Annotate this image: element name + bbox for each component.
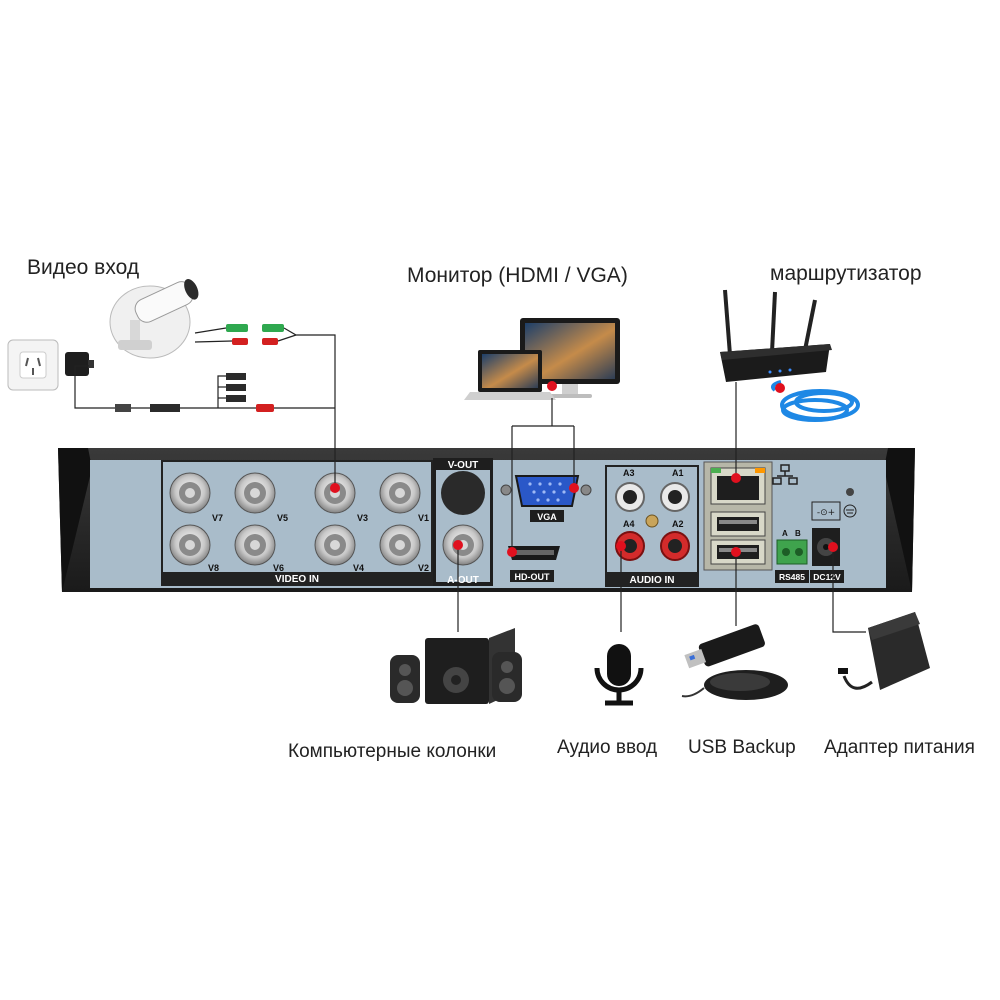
aout-label: A-OUT: [447, 575, 479, 586]
marker-hdmi: [507, 547, 517, 557]
router-callout: маршрутизатор: [770, 262, 922, 285]
plug-adapter-icon: [65, 352, 94, 376]
vga-port[interactable]: [514, 475, 580, 507]
port-label: A3: [623, 468, 635, 478]
port-label: V7: [212, 513, 223, 523]
bnc-port-v2[interactable]: [379, 524, 421, 566]
power-adapter-icon: [838, 612, 930, 690]
audio-in-label: AUDIO IN: [630, 575, 675, 586]
rs485-label: RS485: [779, 572, 805, 582]
monitor-callout: Монитор (HDMI / VGA): [407, 264, 628, 287]
connection-wires: [74, 327, 866, 633]
rca-port-a1[interactable]: [660, 482, 690, 512]
port-label: V2: [418, 563, 429, 573]
marker-router: [775, 383, 785, 393]
marker-usb: [731, 547, 741, 557]
bnc-connectors: [169, 472, 421, 566]
port-label: V4: [353, 563, 364, 573]
ethernet-cable-icon: [771, 380, 860, 422]
marker-lan: [731, 473, 741, 483]
network-icon: [772, 464, 798, 485]
dc12v-label: DC12V: [813, 572, 841, 582]
rca-port-a4[interactable]: [615, 531, 645, 561]
bnc-port-v8[interactable]: [169, 524, 211, 566]
vout-aout-block: V-OUT A-OUT: [433, 458, 493, 586]
ground-screw-icon: [843, 488, 857, 518]
dc12v-jack[interactable]: -⊙+ DC12V: [810, 501, 844, 583]
bnc-port-v6[interactable]: [234, 524, 276, 566]
port-label: V6: [273, 563, 284, 573]
audio-in-block: AUDIO IN A3 A1 A4 A2: [605, 465, 699, 587]
lan-port[interactable]: [710, 467, 766, 505]
video-port-labels: V7 V5 V3 V1 V8 V6 V4 V2: [208, 513, 429, 573]
vout-port[interactable]: [441, 471, 485, 515]
rca-port-a2[interactable]: [660, 531, 690, 561]
marker-audio: [616, 541, 626, 551]
video-in-callout: Видео вход: [27, 256, 140, 279]
port-label: A4: [623, 519, 635, 529]
rs485-b-label: B: [795, 529, 801, 538]
video-output-ports: VGA HD-OUT: [500, 475, 592, 582]
audio-in-callout: Аудио ввод: [557, 737, 658, 758]
port-label: V3: [357, 513, 368, 523]
port-label: A1: [672, 468, 684, 478]
marker-vga: [569, 483, 579, 493]
rca-cable-connectors: [115, 324, 284, 412]
rs485-terminal[interactable]: A B RS485: [775, 529, 809, 583]
wall-socket-icon: [7, 339, 59, 391]
cctv-camera-icon: [109, 279, 199, 359]
speakers-icon: [390, 628, 522, 704]
monitor-laptop-icon: [464, 318, 620, 400]
rca-port-a3[interactable]: [615, 482, 645, 512]
bnc-port-v1[interactable]: [379, 472, 421, 514]
speakers-callout: Компьютерные колонки: [288, 741, 497, 762]
marker-dc: [828, 542, 838, 552]
wifi-router-icon: [720, 289, 832, 382]
port-label: V5: [277, 513, 288, 523]
video-in-label: VIDEO IN: [275, 574, 319, 585]
bnc-port-v7[interactable]: [169, 472, 211, 514]
video-in-block: VIDEO IN: [161, 460, 433, 586]
marker-monitor: [547, 381, 557, 391]
hdmi-port[interactable]: [508, 546, 560, 560]
connection-markers: [330, 381, 838, 557]
usb-drive-mouse-icon: [681, 624, 788, 700]
usb-backup-callout: USB Backup: [688, 737, 796, 758]
port-label: V1: [418, 513, 429, 523]
vout-label: V-OUT: [448, 460, 479, 471]
microphone-icon: [594, 644, 644, 706]
bnc-port-v4[interactable]: [314, 524, 356, 566]
svg-text:-⊙+: -⊙+: [817, 508, 835, 518]
marker-aout: [453, 540, 463, 550]
marker-v3: [330, 483, 340, 493]
power-adapter-callout: Адаптер питания: [824, 737, 975, 758]
port-label: A2: [672, 519, 684, 529]
vga-label: VGA: [537, 512, 557, 522]
hdout-label: HD-OUT: [515, 572, 550, 582]
port-label: V8: [208, 563, 219, 573]
bnc-port-v5[interactable]: [234, 472, 276, 514]
usb-port-top[interactable]: [710, 511, 766, 537]
rs485-a-label: A: [782, 529, 788, 538]
